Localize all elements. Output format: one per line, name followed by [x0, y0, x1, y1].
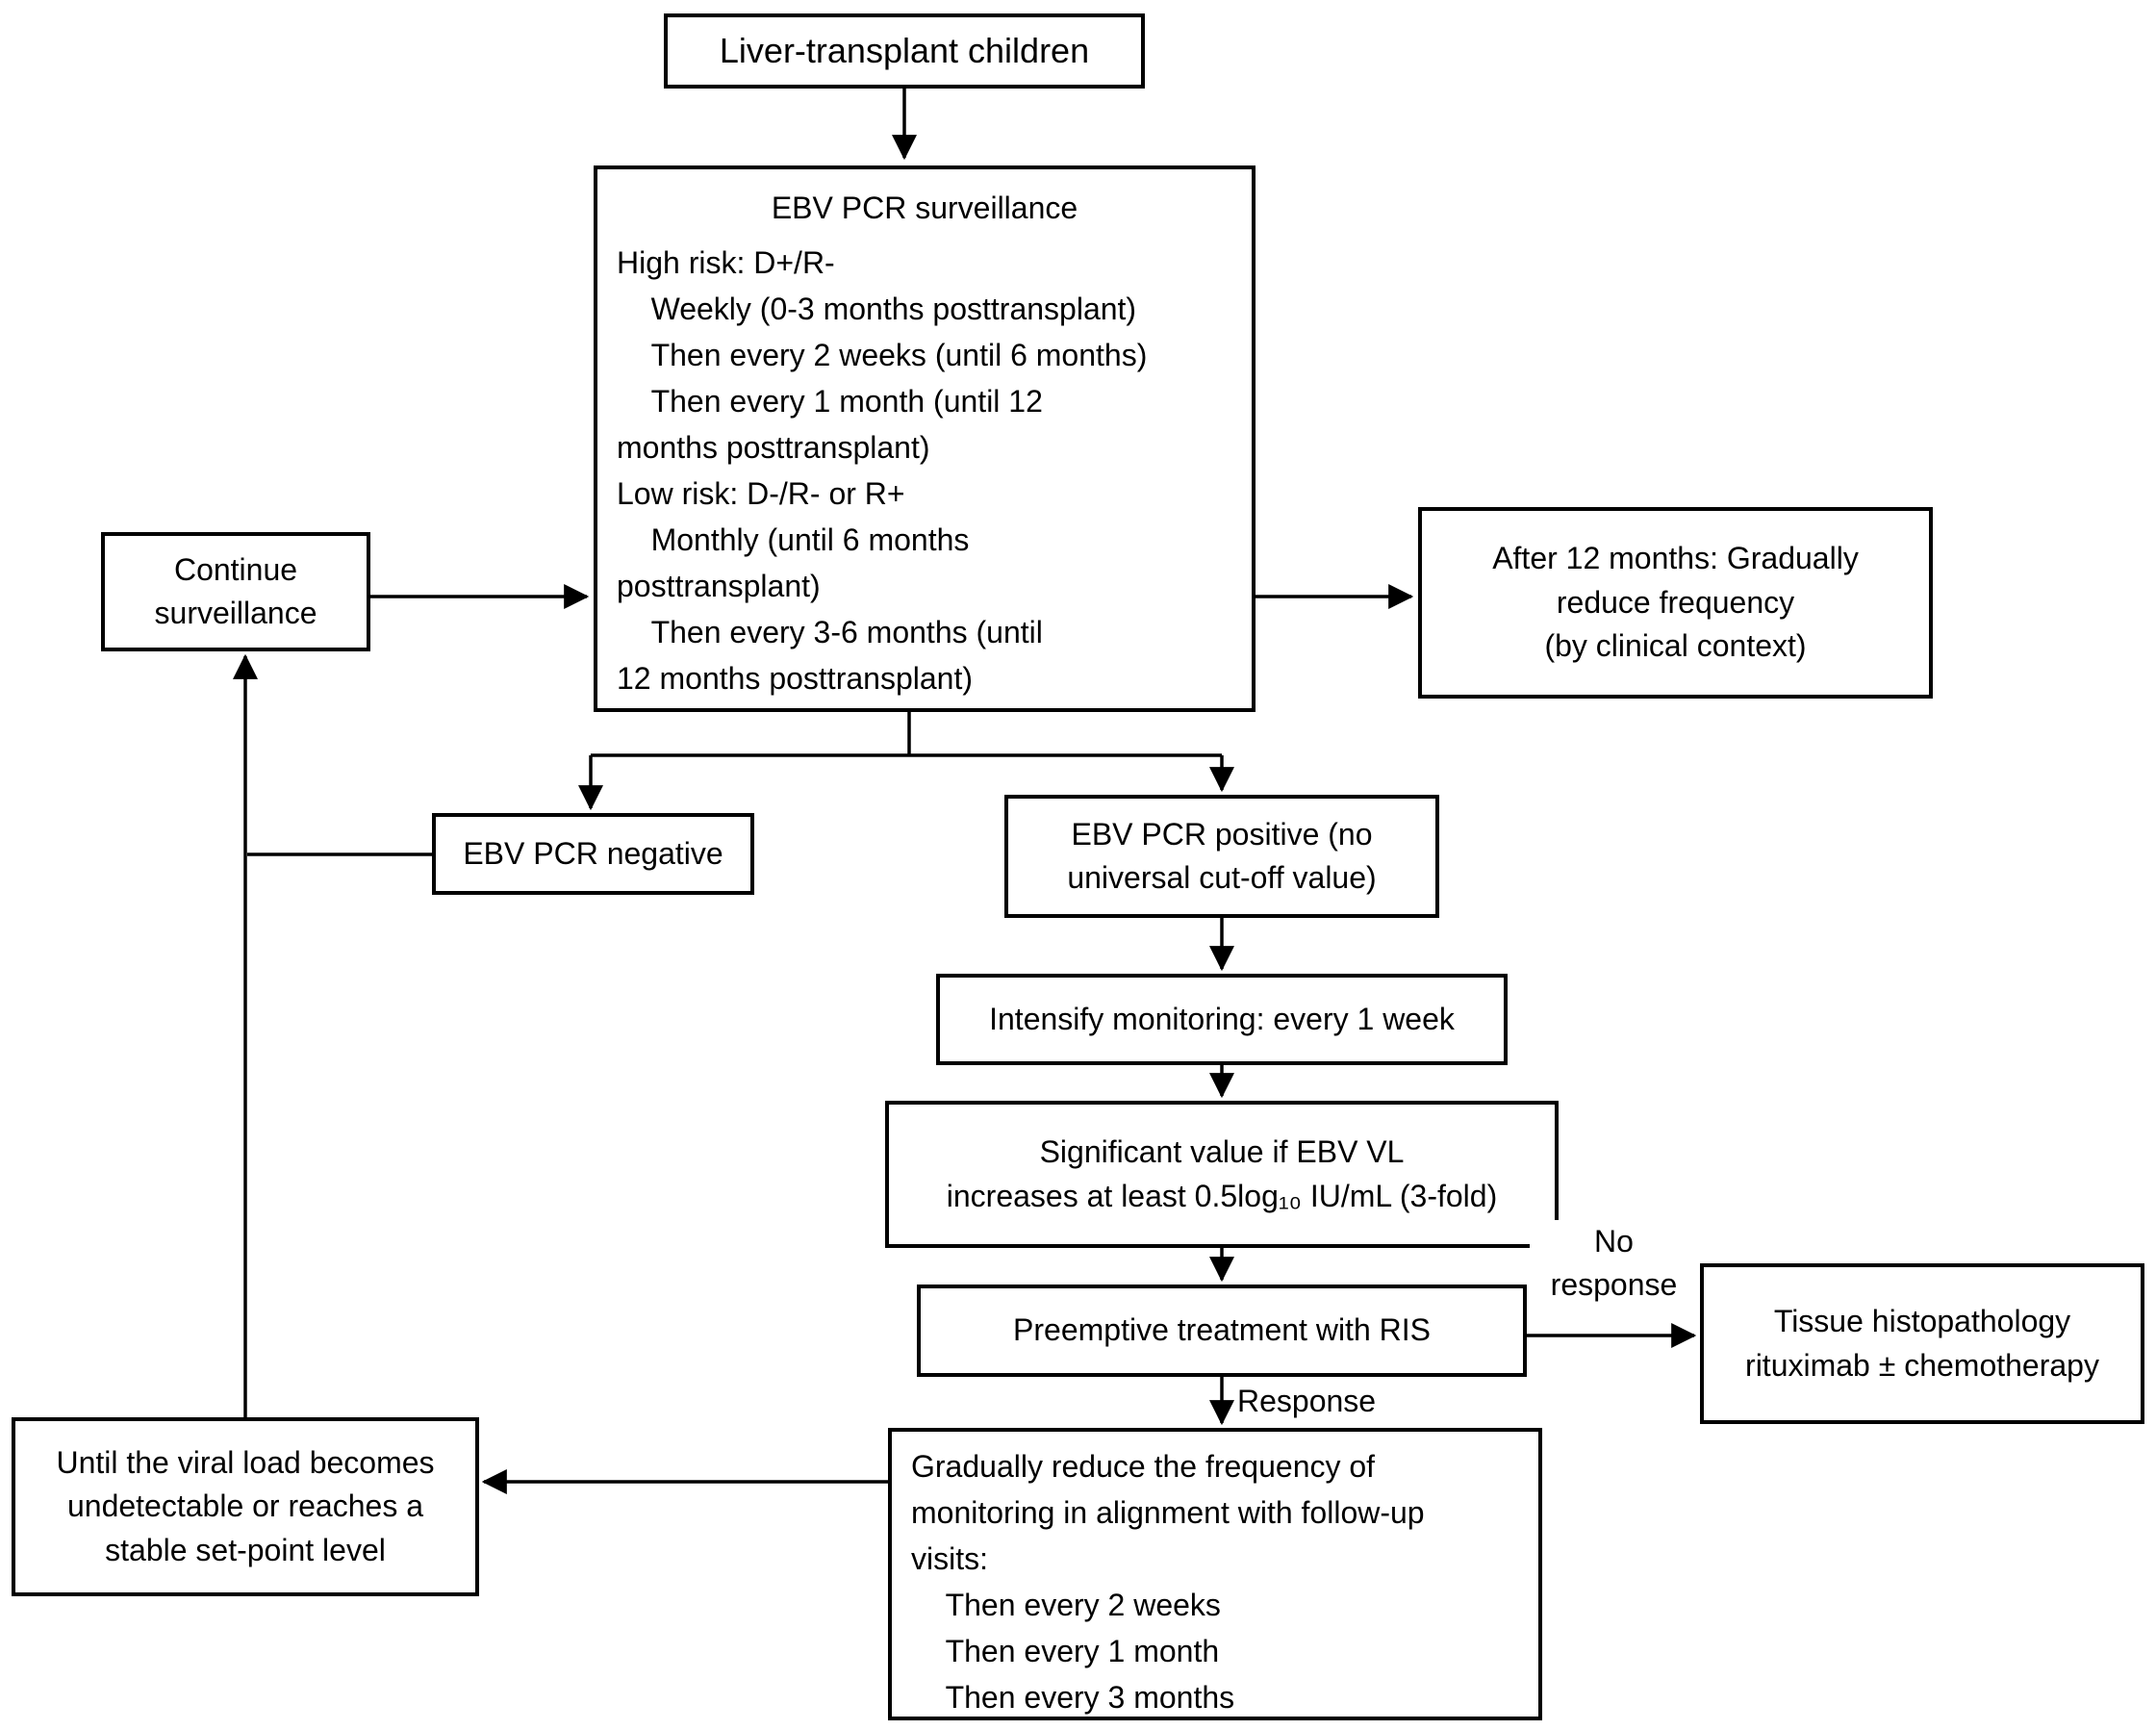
node-reduce-monitoring-frequency: Gradually reduce the frequency of monito… — [888, 1428, 1542, 1720]
node-liver-text: Liver-transplant children — [719, 31, 1090, 71]
node-significant-value: Significant value if EBV VL increases at… — [885, 1101, 1559, 1248]
preemptive-treatment-text: Preemptive treatment with RIS — [1013, 1312, 1431, 1348]
intensify-monitoring-text: Intensify monitoring: every 1 week — [989, 1001, 1455, 1036]
node-continue-surveillance: Continue surveillance — [101, 532, 370, 651]
label-no-response: No response — [1530, 1220, 1698, 1308]
tissue-histopathology-text: Tissue histopathology rituximab ± chemot… — [1745, 1304, 2099, 1383]
node-after-12-months: After 12 months: Gradually reduce freque… — [1418, 507, 1933, 699]
ebv-pcr-negative-text: EBV PCR negative — [463, 835, 723, 871]
node-ebv-pcr-negative: EBV PCR negative — [432, 813, 754, 895]
reduce-monitoring-text: Gradually reduce the frequency of monito… — [911, 1449, 1425, 1715]
node-tissue-histopathology: Tissue histopathology rituximab ± chemot… — [1700, 1263, 2144, 1424]
node-intensify-monitoring: Intensify monitoring: every 1 week — [936, 974, 1508, 1065]
surveillance-schedule-text: High risk: D+/R- Weekly (0-3 months post… — [617, 245, 1148, 697]
significant-value-text: Significant value if EBV VL increases at… — [946, 1134, 1498, 1213]
node-ebv-pcr-surveillance: EBV PCR surveillance High risk: D+/R- We… — [594, 165, 1256, 712]
node-until-viral-load: Until the viral load becomes undetectabl… — [12, 1417, 479, 1596]
node-preemptive-treatment-ris: Preemptive treatment with RIS — [917, 1285, 1527, 1377]
node-ebv-pcr-positive: EBV PCR positive (no universal cut-off v… — [1004, 795, 1439, 918]
node-liver-transplant-children: Liver-transplant children — [664, 13, 1145, 89]
until-viral-load-text: Until the viral load becomes undetectabl… — [56, 1444, 435, 1567]
ebv-pcr-positive-text: EBV PCR positive (no universal cut-off v… — [1067, 816, 1377, 895]
surveillance-title: EBV PCR surveillance — [771, 191, 1078, 225]
continue-surveillance-text: Continue surveillance — [154, 551, 317, 630]
after-12-months-text: After 12 months: Gradually reduce freque… — [1492, 541, 1859, 664]
label-response: Response — [1237, 1380, 1377, 1424]
